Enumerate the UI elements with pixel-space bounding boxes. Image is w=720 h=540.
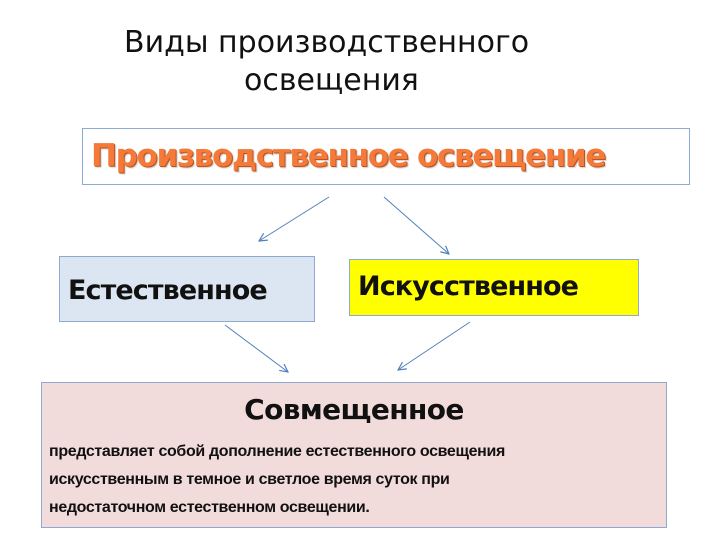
natural-lighting-node: Естественное — [59, 256, 315, 322]
arrow-natural-to-combined — [224, 324, 288, 372]
description-line-3: недостаточном естественном освещении. — [49, 499, 370, 516]
description-line-2: искусственным в темное и светлое время с… — [49, 471, 450, 488]
natural-lighting-label: Естественное — [68, 275, 268, 306]
industrial-lighting-label: Производственное освещение — [91, 138, 606, 174]
artificial-lighting-label: Искусственное — [358, 271, 579, 302]
arrow-top-to-natural — [259, 196, 330, 241]
arrow-top-to-artificial — [383, 196, 449, 254]
slide-title-line-1: Виды производственного — [124, 25, 530, 60]
slide-title-line-2: освещения — [244, 63, 419, 98]
industrial-lighting-node: Производственное освещение — [82, 128, 690, 185]
description-line-1: представляет собой дополнение естественн… — [49, 443, 505, 460]
combined-lighting-node: Совмещенное представляет собой дополнени… — [41, 382, 667, 528]
combined-lighting-label: Совмещенное — [244, 393, 464, 426]
combined-lighting-description: представляет собой дополнение естественн… — [49, 438, 663, 522]
arrow-artificial-to-combined — [398, 321, 471, 370]
artificial-lighting-node: Искусственное — [349, 259, 639, 316]
